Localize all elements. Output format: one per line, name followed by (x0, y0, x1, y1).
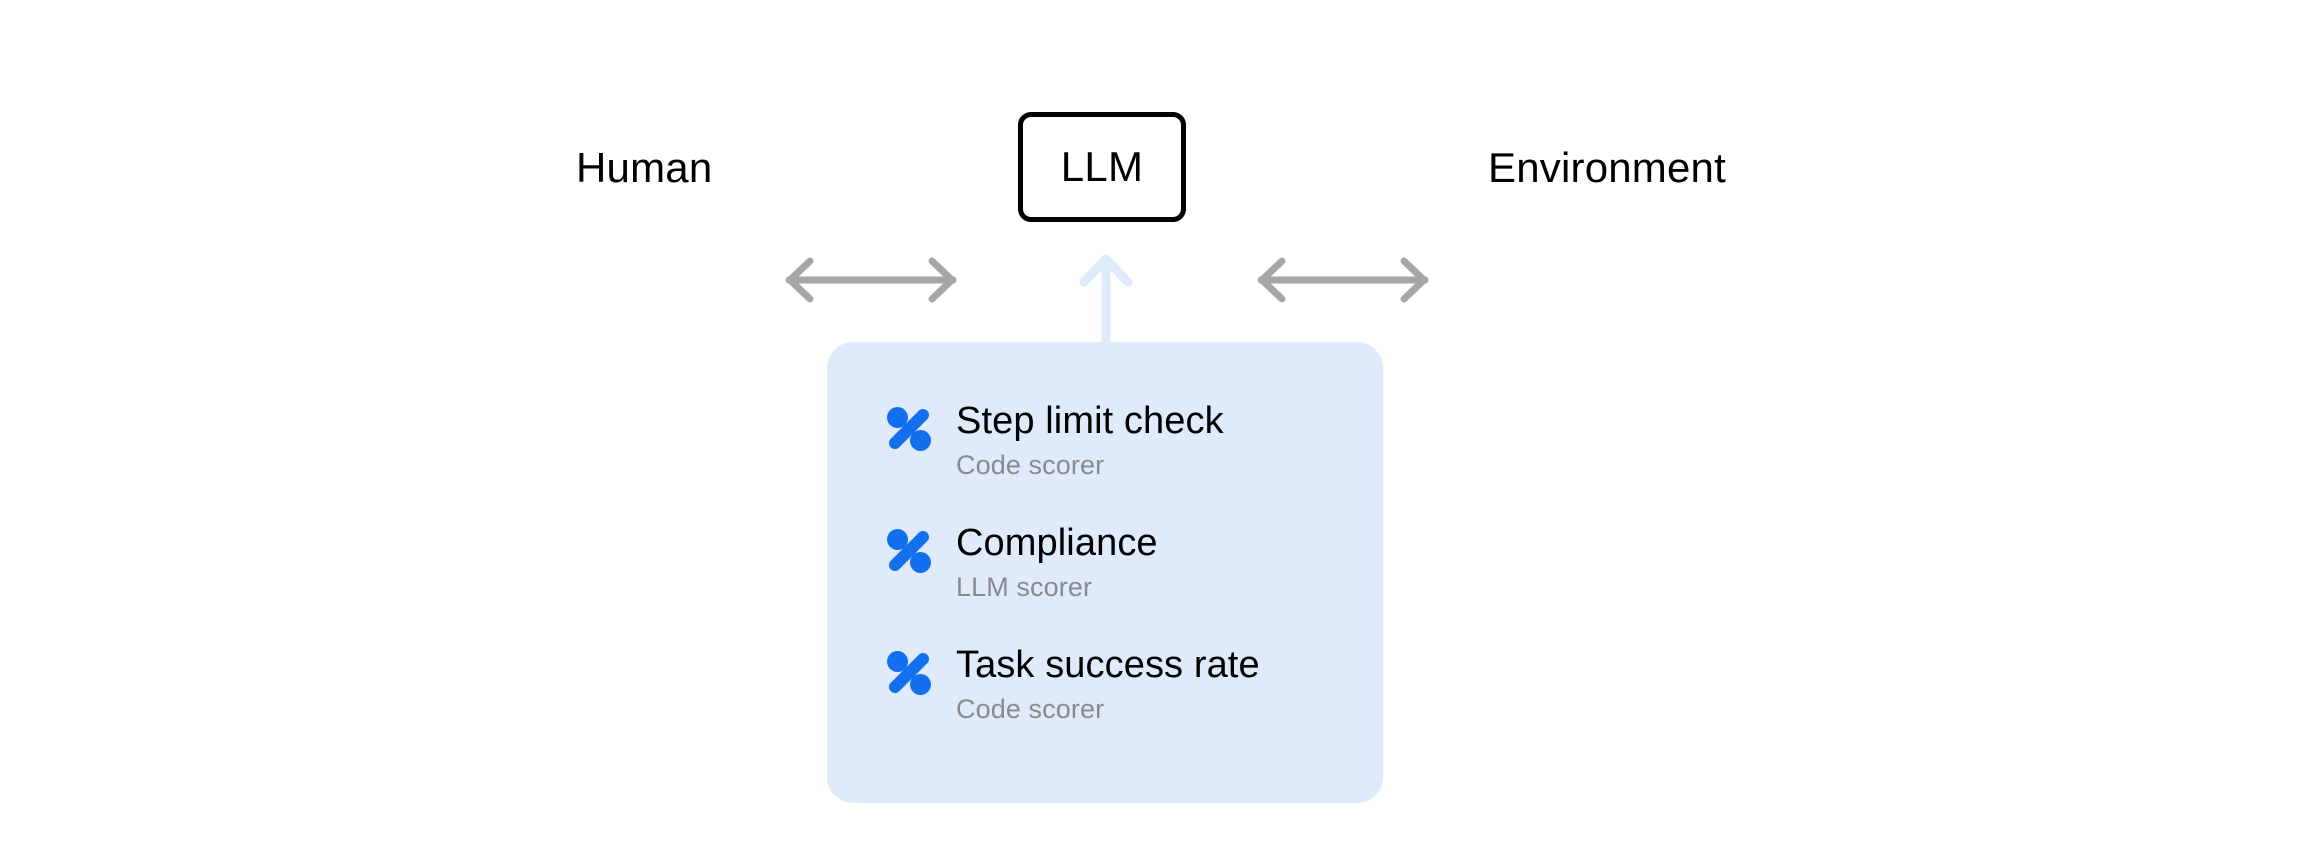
percent-icon (885, 405, 933, 453)
percent-icon (885, 527, 933, 575)
scorer-item-text: Step limit check Code scorer (956, 399, 1224, 481)
scorer-item-title: Step limit check (956, 400, 1224, 442)
scorer-item[interactable]: Step limit check Code scorer (885, 399, 1383, 481)
arrow-llm-environment (1251, 252, 1435, 308)
scorer-item[interactable]: Task success rate Code scorer (885, 643, 1383, 725)
scorer-item-title: Compliance (956, 522, 1158, 564)
percent-icon (885, 649, 933, 697)
scorer-item-text: Compliance LLM scorer (956, 521, 1158, 603)
arrow-scorers-to-llm (1076, 252, 1136, 357)
scorer-item-subtitle: Code scorer (956, 450, 1105, 480)
scorer-item[interactable]: Compliance LLM scorer (885, 521, 1383, 603)
node-environment: Environment (1488, 144, 1726, 191)
arrow-human-llm (779, 252, 963, 308)
node-llm: LLM (1018, 112, 1186, 222)
node-human: Human (576, 144, 713, 191)
agent-loop-row: Human Environment (0, 113, 2318, 303)
scorer-item-subtitle: Code scorer (956, 694, 1105, 724)
scorer-item-text: Task success rate Code scorer (956, 643, 1260, 725)
scorer-item-title: Task success rate (956, 644, 1260, 686)
scorer-panel: Step limit check Code scorer Compliance … (827, 342, 1383, 803)
scorer-item-subtitle: LLM scorer (956, 572, 1093, 602)
node-llm-label: LLM (1060, 143, 1144, 190)
